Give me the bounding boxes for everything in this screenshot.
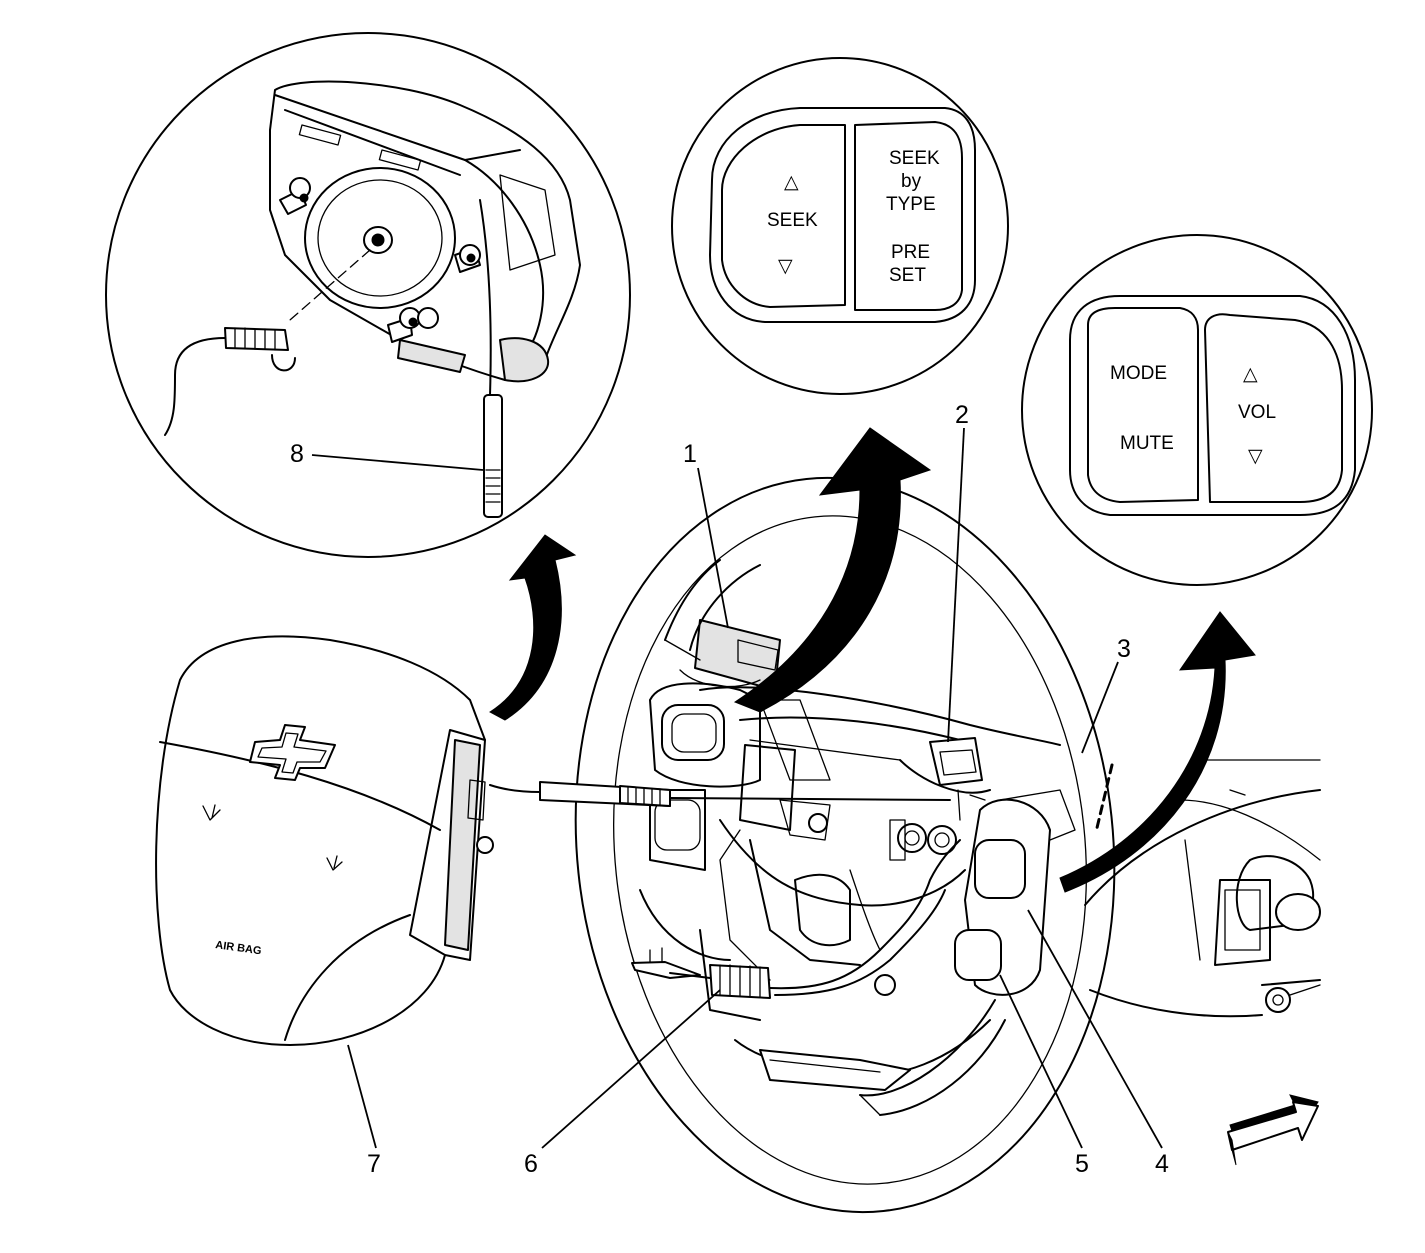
- callout-numbers: 1 2 3 4 5 6 7 8: [290, 401, 1169, 1178]
- seek-label: SEEK: [767, 210, 818, 231]
- chevrolet-bowtie-icon: [249, 724, 336, 781]
- callout-3: 3: [1117, 635, 1131, 663]
- callout-2: 2: [955, 401, 969, 429]
- horn-icon: [202, 804, 221, 821]
- detail-left-radio-switch: △ SEEK ▽ SEEK by TYPE PRE SET: [671, 57, 1009, 395]
- callout-8: 8: [290, 440, 304, 468]
- callout-leaders: [311, 427, 1163, 1149]
- steering-wheel-rim: [574, 476, 1116, 1214]
- seek-up-symbol: △: [784, 172, 799, 193]
- connector-release-tool: [489, 781, 951, 807]
- curved-arrow-right: [1059, 611, 1256, 893]
- seek-by-type-line3: TYPE: [886, 194, 936, 215]
- steering-wheel-hub: [639, 559, 1114, 1116]
- callout-5: 5: [1075, 1150, 1089, 1178]
- mode-label: MODE: [1110, 363, 1167, 384]
- mute-label: MUTE: [1120, 433, 1174, 454]
- detail-right-radio-switch: MODE MUTE △ VOL ▽: [1021, 234, 1373, 586]
- detail-airbag-rear-view: [105, 32, 631, 558]
- vol-up-symbol: △: [1243, 364, 1258, 385]
- callout-6: 6: [524, 1150, 538, 1178]
- callout-1: 1: [683, 440, 697, 468]
- vol-label: VOL: [1238, 402, 1276, 423]
- callout-7: 7: [367, 1150, 381, 1178]
- curved-arrow-left: [489, 534, 577, 721]
- vol-down-symbol: ▽: [1248, 446, 1263, 467]
- preset-line1: PRE: [891, 242, 930, 263]
- seek-by-type-line1: SEEK: [889, 148, 940, 169]
- front-direction-arrow-icon: [1227, 1094, 1319, 1166]
- seek-by-type-line2: by: [901, 171, 922, 192]
- seek-down-symbol: ▽: [778, 256, 793, 277]
- horn-icon: [326, 855, 343, 871]
- airbag-connector: [631, 947, 771, 999]
- callout-4: 4: [1155, 1150, 1169, 1178]
- curved-arrow-center: [733, 427, 932, 713]
- airbag-module: AIR BAG: [155, 635, 494, 1046]
- preset-line2: SET: [889, 265, 926, 286]
- steering-column: [1084, 759, 1321, 1018]
